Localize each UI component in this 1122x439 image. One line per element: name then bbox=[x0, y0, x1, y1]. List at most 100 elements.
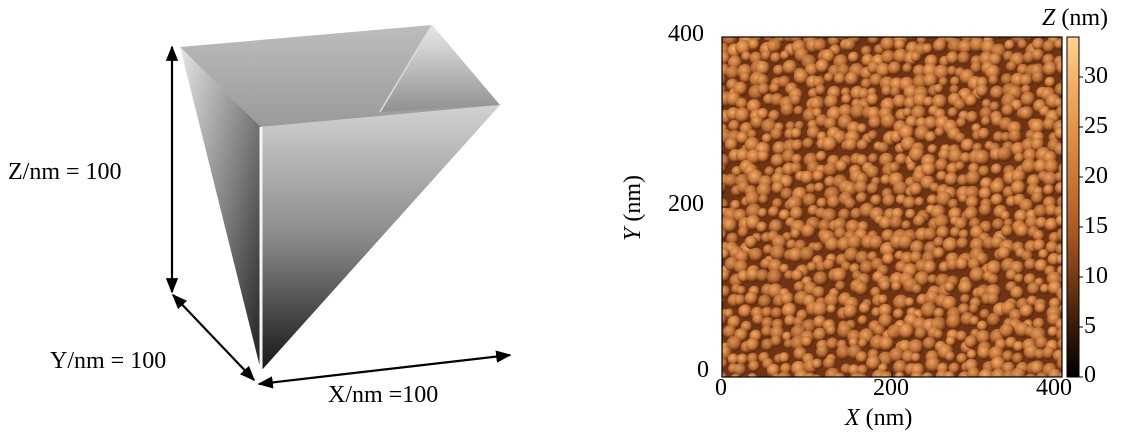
afm-grain bbox=[1014, 152, 1025, 164]
afm-grain bbox=[1006, 61, 1018, 73]
afm-grain bbox=[728, 119, 741, 132]
afm-grain bbox=[1031, 48, 1045, 62]
afm-grain bbox=[1010, 180, 1026, 196]
afm-grain bbox=[979, 106, 994, 121]
afm-grain bbox=[901, 220, 912, 231]
afm-grain bbox=[949, 226, 962, 238]
afm-grain bbox=[866, 182, 880, 195]
afm-grain bbox=[867, 130, 879, 141]
afm-grain bbox=[922, 336, 937, 351]
afm-grain bbox=[898, 323, 915, 340]
afm-grain bbox=[944, 172, 959, 187]
afm-grain bbox=[793, 69, 810, 86]
afm-grain bbox=[1011, 352, 1024, 365]
afm-grain bbox=[902, 63, 913, 74]
afm-grain bbox=[704, 294, 716, 306]
afm-grain bbox=[970, 21, 986, 37]
afm-grain bbox=[826, 304, 837, 315]
colorbar-unit: (nm) bbox=[1061, 5, 1109, 31]
afm-grain bbox=[969, 267, 986, 284]
afm-grain bbox=[933, 83, 944, 94]
afm-grain bbox=[790, 228, 801, 240]
afm-grain bbox=[833, 217, 848, 232]
afm-grain bbox=[1027, 282, 1041, 296]
afm-grain bbox=[945, 336, 957, 347]
afm-grain bbox=[734, 107, 751, 124]
afm-grain bbox=[944, 281, 956, 293]
afm-grain bbox=[703, 54, 718, 69]
afm-grain bbox=[822, 357, 836, 370]
afm-grains bbox=[702, 17, 1062, 377]
afm-grain bbox=[1056, 254, 1062, 266]
afm-grain bbox=[736, 353, 749, 366]
afm-grain bbox=[1055, 214, 1062, 228]
afm-grain bbox=[736, 285, 747, 296]
afm-grain bbox=[1024, 37, 1035, 41]
afm-grain bbox=[814, 182, 825, 193]
afm-grain bbox=[706, 77, 717, 88]
afm-grain bbox=[788, 247, 804, 263]
afm-grain bbox=[730, 373, 742, 377]
afm-grain bbox=[935, 191, 953, 208]
afm-grain bbox=[988, 75, 999, 86]
afm-grain bbox=[903, 196, 917, 210]
afm-grain bbox=[1019, 106, 1035, 121]
afm-grain bbox=[816, 197, 828, 209]
afm-grain bbox=[920, 302, 938, 319]
afm-grain bbox=[960, 293, 971, 305]
afm-grain bbox=[722, 73, 727, 87]
afm-grain bbox=[981, 98, 992, 110]
afm-grain bbox=[958, 21, 969, 32]
afm-grain bbox=[822, 258, 836, 271]
afm-grain bbox=[825, 237, 841, 253]
afm-grain bbox=[965, 195, 980, 210]
afm-grain bbox=[976, 84, 989, 98]
afm-grain bbox=[1044, 159, 1060, 175]
afm-grain bbox=[815, 150, 828, 163]
afm-grain bbox=[791, 153, 803, 165]
afm-grain bbox=[1032, 37, 1046, 51]
afm-grain bbox=[974, 149, 991, 166]
afm-grain bbox=[1048, 368, 1062, 377]
colorbar-title: Z (nm) bbox=[1042, 6, 1108, 30]
afm-grain bbox=[865, 165, 880, 180]
afm-grain bbox=[725, 65, 741, 81]
afm-grain bbox=[764, 23, 775, 34]
afm-grain bbox=[878, 216, 893, 231]
afm-grain bbox=[722, 358, 728, 369]
afm-grain bbox=[801, 335, 813, 348]
afm-grain bbox=[934, 126, 945, 138]
afm-grain bbox=[933, 64, 950, 81]
afm-image bbox=[702, 17, 1063, 378]
afm-grain bbox=[922, 260, 938, 275]
afm-grain bbox=[909, 182, 924, 197]
afm-grain bbox=[722, 285, 731, 298]
afm-grain bbox=[745, 191, 761, 207]
afm-grain bbox=[708, 182, 718, 192]
afm-grain bbox=[913, 214, 926, 228]
afm-grain bbox=[953, 98, 967, 112]
afm-grain bbox=[758, 194, 769, 205]
afm-grain bbox=[741, 51, 752, 62]
afm-grain bbox=[702, 339, 716, 353]
colorbar-tick-label: 25 bbox=[1084, 113, 1108, 139]
afm-grain bbox=[724, 137, 739, 152]
afm-grain bbox=[1003, 19, 1017, 33]
afm-grain bbox=[880, 113, 897, 130]
afm-grain bbox=[1024, 373, 1037, 377]
afm-grain bbox=[1031, 191, 1044, 205]
afm-grain bbox=[782, 59, 798, 76]
afm-grain bbox=[826, 20, 839, 33]
afm-grain bbox=[934, 214, 950, 230]
afm-grain bbox=[703, 109, 716, 122]
afm-grain bbox=[1044, 76, 1056, 88]
afm-grain bbox=[976, 320, 989, 332]
afm-grain bbox=[950, 17, 964, 31]
afm-grain bbox=[948, 198, 959, 210]
afm-grain bbox=[855, 192, 868, 204]
afm-grain bbox=[924, 116, 939, 131]
afm-grain bbox=[1059, 275, 1062, 285]
afm-grain bbox=[770, 153, 786, 168]
afm-grain bbox=[835, 280, 846, 292]
